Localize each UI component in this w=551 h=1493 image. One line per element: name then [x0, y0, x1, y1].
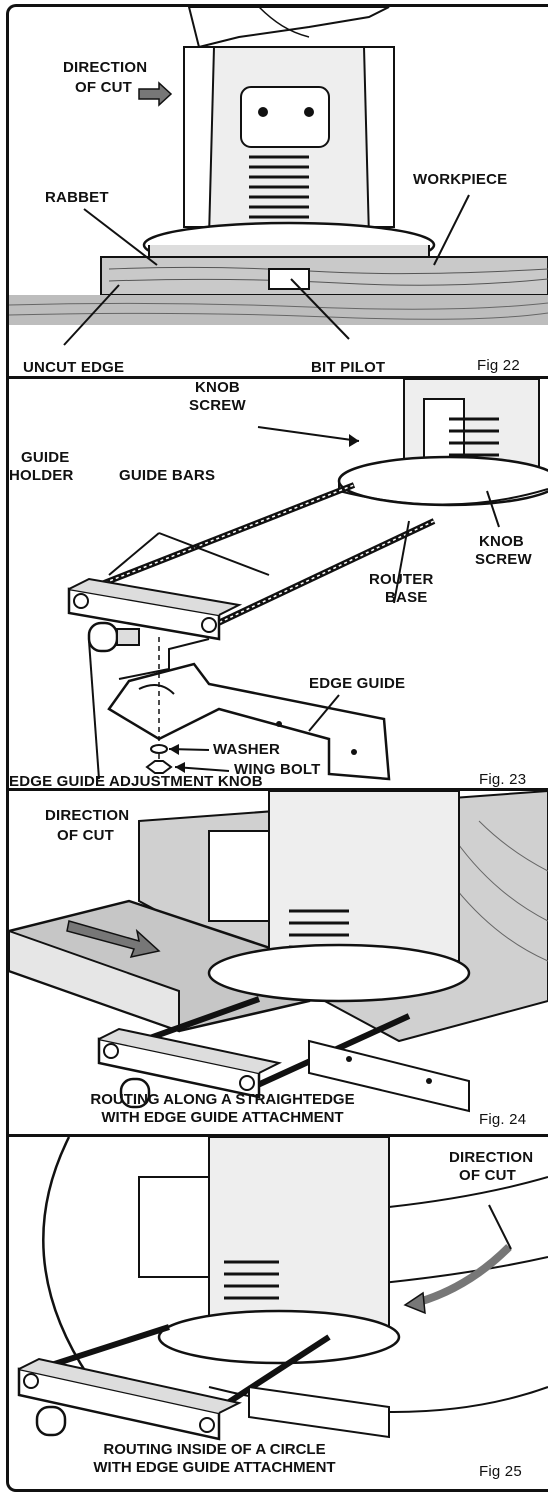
washer-label: WASHER: [213, 741, 281, 758]
workpiece-label: WORKPIECE: [413, 171, 508, 188]
edge-guide-adjustment-knob-label: EDGE GUIDE ADJUSTMENT KNOB: [9, 773, 263, 790]
figure-25-caption-line1: ROUTING INSIDE OF A CIRCLE: [103, 1441, 326, 1458]
figure-22-panel: DIRECTION OF CUT RABBET WORKPIECE UNCUT …: [6, 4, 548, 382]
direction-of-cut-label-line2: OF CUT: [75, 79, 133, 96]
guide-holder-label-line1: GUIDE: [21, 449, 70, 466]
figure-23-illustration: [67, 379, 548, 781]
figure-25-illustration: [17, 1137, 548, 1441]
figure-24-panel: DIRECTION OF CUT ROUTING ALONG A STRAIGH…: [6, 788, 548, 1140]
router-base-label-line2: BASE: [385, 589, 428, 606]
knob-screw-right-label-line1: KNOB: [479, 533, 524, 550]
router-base-label-line1: ROUTER: [369, 571, 434, 588]
direction-of-cut-label-line2: OF CUT: [57, 827, 115, 844]
figure-25-label: Fig 25: [479, 1463, 522, 1480]
rabbet-label: RABBET: [45, 189, 109, 206]
direction-of-cut-label-line2: OF CUT: [459, 1167, 517, 1184]
guide-holder-label-line2: HOLDER: [9, 467, 74, 484]
figure-24-label: Fig. 24: [479, 1111, 527, 1128]
figure-23-panel: KNOB SCREW GUIDE HOLDER GUIDE BARS KNOB …: [6, 376, 548, 794]
figure-22-label: Fig 22: [477, 357, 520, 374]
guide-bars-label: GUIDE BARS: [119, 467, 216, 484]
knob-screw-top-label-line2: SCREW: [189, 397, 246, 414]
uncut-edge-label: UNCUT EDGE: [23, 359, 125, 376]
figure-23-label: Fig. 23: [479, 771, 527, 788]
figure-24-caption-line2: WITH EDGE GUIDE ATTACHMENT: [101, 1109, 344, 1126]
figure-25-caption-line2: WITH EDGE GUIDE ATTACHMENT: [93, 1459, 336, 1476]
knob-screw-right-label-line2: SCREW: [475, 551, 532, 568]
bit-pilot-label: BIT PILOT: [311, 359, 386, 376]
wing-bolt-label: WING BOLT: [234, 761, 321, 778]
knob-screw-top-label-line1: KNOB: [195, 379, 240, 396]
direction-of-cut-label-line1: DIRECTION: [45, 807, 130, 824]
direction-of-cut-label-line1: DIRECTION: [63, 59, 148, 76]
figure-25-panel: DIRECTION OF CUT ROUTING INSIDE OF A CIR…: [6, 1134, 548, 1492]
figure-22-illustration: [9, 7, 548, 346]
direction-of-cut-label-line1: DIRECTION: [449, 1149, 534, 1166]
figure-24-illustration: [9, 791, 548, 1113]
edge-guide-label: EDGE GUIDE: [309, 675, 406, 692]
figure-24-caption-line1: ROUTING ALONG A STRAIGHTEDGE: [90, 1091, 355, 1108]
